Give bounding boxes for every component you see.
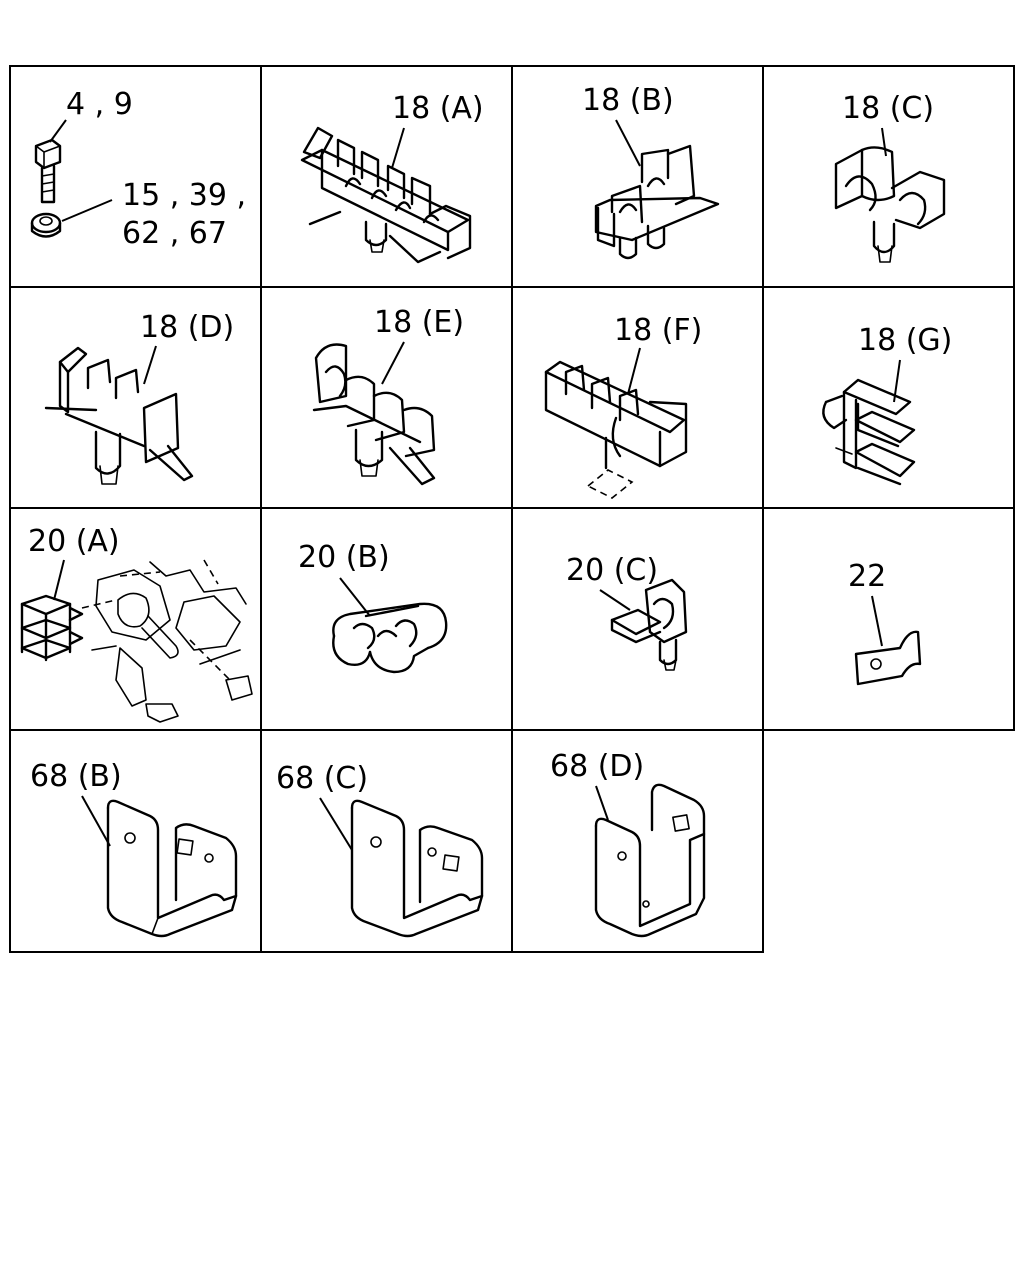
u-bracket-icon	[106, 799, 238, 938]
leader-line	[381, 341, 405, 385]
leader-line	[53, 559, 65, 601]
part-label-68C: 68 (C)	[276, 761, 368, 796]
cell-6: 18 (E)	[312, 305, 464, 486]
leader-line	[871, 595, 883, 647]
part-label-15-39: 15 , 39 ,	[122, 178, 246, 213]
leader-line	[595, 785, 609, 821]
cell-11: 20 (C)	[566, 553, 688, 671]
pipe-clip-icon	[822, 378, 916, 486]
leader-line	[627, 347, 641, 395]
push-clip-icon	[610, 578, 688, 671]
cell-5: 18 (D)	[44, 310, 234, 485]
part-label-18A: 18 (A)	[392, 91, 484, 126]
leader-line	[881, 127, 887, 157]
leader-line	[391, 127, 405, 169]
u-bracket-icon	[350, 799, 484, 938]
part-label-20B: 20 (B)	[298, 540, 390, 575]
part-label-18D: 18 (D)	[140, 310, 234, 345]
clip-icon	[20, 594, 84, 662]
part-label-4-9: 4 , 9	[66, 87, 133, 122]
installed-view-icon	[81, 559, 253, 723]
cell-7: 18 (F)	[544, 313, 702, 499]
leader-line	[599, 589, 631, 611]
pipe-clip-icon	[300, 126, 472, 264]
tab-bracket-icon	[854, 630, 922, 686]
pipe-clip-icon	[544, 360, 688, 499]
leader-line	[339, 577, 371, 617]
leader-line	[143, 345, 157, 385]
leader-line	[49, 119, 67, 143]
hose-clamp-icon	[332, 602, 448, 674]
leader-line	[61, 199, 113, 222]
part-label-68D: 68 (D)	[550, 749, 644, 784]
pipe-clip-icon	[834, 146, 946, 263]
part-label-62-67: 62 , 67	[122, 216, 227, 251]
leader-line	[81, 795, 111, 847]
part-label-68B: 68 (B)	[30, 759, 122, 794]
part-label-18G: 18 (G)	[858, 323, 952, 358]
part-label-20C: 20 (C)	[566, 553, 658, 588]
part-label-18B: 18 (B)	[582, 83, 674, 118]
cell-1: 4 , 9 15 , 39 , 62 , 67	[30, 87, 246, 251]
part-label-22: 22	[848, 559, 886, 594]
cell-15: 68 (D)	[550, 749, 706, 938]
bolt-icon	[34, 138, 62, 204]
cell-12: 22	[848, 559, 922, 686]
cell-2: 18 (A)	[300, 91, 484, 264]
u-bracket-icon	[594, 783, 706, 938]
pipe-clip-icon	[44, 346, 194, 485]
cell-13: 68 (B)	[30, 759, 238, 938]
cell-14: 68 (C)	[276, 761, 484, 938]
cell-10: 20 (B)	[298, 540, 448, 674]
grid-lines	[9, 65, 1015, 953]
cell-9: 20 (A)	[20, 524, 253, 723]
cell-4: 18 (C)	[834, 91, 946, 263]
cell-8: 18 (G)	[822, 323, 952, 486]
leader-line	[615, 119, 641, 167]
pipe-clip-icon	[594, 144, 720, 260]
washer-icon	[30, 212, 62, 238]
part-label-18C: 18 (C)	[842, 91, 934, 126]
cell-3: 18 (B)	[582, 83, 720, 260]
leader-line	[319, 797, 353, 851]
part-label-18E: 18 (E)	[374, 305, 464, 340]
part-label-18F: 18 (F)	[614, 313, 702, 348]
part-label-20A: 20 (A)	[28, 524, 120, 559]
pipe-clip-icon	[312, 343, 436, 486]
